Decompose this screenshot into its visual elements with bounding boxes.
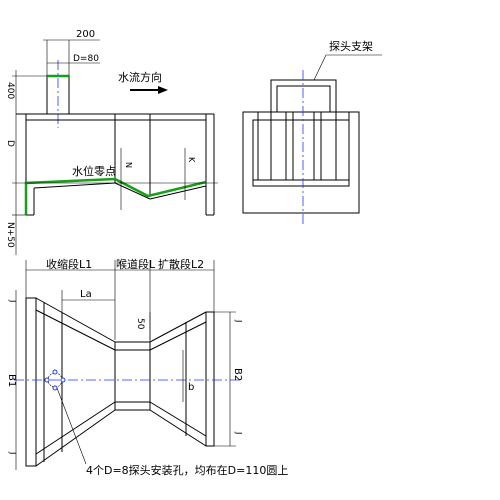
dim-b-label: b	[188, 382, 194, 393]
inlet-flange	[25, 297, 37, 467]
side-elevation-view: 200 D=80 水流方向 水位零点 N	[5, 29, 218, 255]
flow-arrow-head	[158, 86, 168, 94]
cross-section-view: 探头支架	[242, 40, 382, 225]
probe-bracket-inner	[276, 85, 331, 112]
dim-50-label: 50	[135, 318, 145, 330]
dim-400-label: 400	[5, 82, 15, 99]
dim-d-label: D	[5, 140, 15, 147]
plan-view: 收缩段L1 喉道段L 扩散段L2 La	[6, 257, 288, 477]
dim-j-bottom-right: J	[234, 431, 243, 434]
flow-direction-label: 水流方向	[118, 70, 162, 84]
dim-n-label: N	[124, 162, 133, 168]
pipe-d80-label: D=80	[73, 54, 99, 64]
dim-la-label: La	[80, 289, 92, 300]
outlet-flange	[205, 311, 215, 447]
water-zero-label: 水位零点	[72, 164, 116, 178]
dim-j-bottom-left: J	[8, 451, 17, 454]
dim-n50-label: N+50	[5, 222, 15, 248]
water-zero-line	[24, 177, 207, 215]
probe-bracket-outer	[270, 79, 337, 112]
dim-b1-label: B1	[6, 374, 17, 387]
dim-j-top-right: J	[234, 319, 243, 322]
dim-b2-label: B2	[232, 368, 243, 381]
dim-j-top-left: J	[8, 299, 17, 302]
probe-hole-leader	[56, 387, 87, 465]
probe-hole-note: 4个D=8探头安装孔，均布在D=110圆上	[86, 463, 288, 477]
dim-200-label: 200	[76, 29, 95, 40]
probe-holes	[44, 369, 66, 391]
expansion-section-label: 扩散段L2	[158, 257, 204, 271]
contraction-section-label: 收缩段L1	[46, 257, 92, 271]
probe-support-label: 探头支架	[329, 40, 373, 53]
throat-section-label: 喉道段L	[116, 257, 156, 271]
dim-k-label: K	[187, 157, 196, 163]
